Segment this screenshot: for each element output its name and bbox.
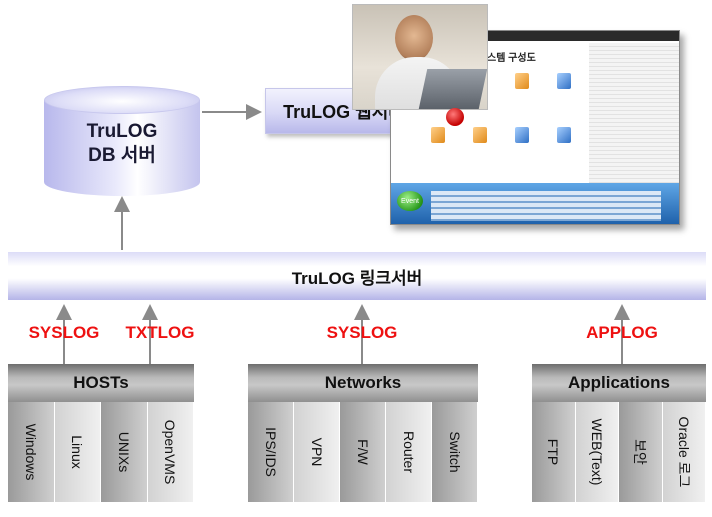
host-item-label: UNIXs xyxy=(115,431,132,473)
applications-applog-label: APPLOG xyxy=(586,323,658,342)
server-icon xyxy=(515,73,529,89)
alert-icon xyxy=(446,108,464,126)
link-server-bar: TruLOG 링크서버 xyxy=(8,252,706,300)
network-item-label: IPS/IDS xyxy=(262,427,279,477)
server-icon xyxy=(557,127,571,143)
server-icon xyxy=(431,127,445,143)
network-item-switch: Switch xyxy=(432,402,478,502)
networks-group-title: Networks xyxy=(248,364,478,402)
host-item-unixs: UNIXs xyxy=(101,402,148,502)
network-item-ips-ids: IPS/IDS xyxy=(248,402,294,502)
db-server-label-line1: TruLOG xyxy=(86,121,158,142)
app-item-label: 보안 xyxy=(632,439,649,465)
host-item-label: Windows xyxy=(22,423,39,481)
hosts-group-items: Windows Linux UNIXs OpenVMS xyxy=(8,402,194,502)
networks-group: Networks IPS/IDS VPN F/W Router Switch xyxy=(248,364,478,502)
server-icon xyxy=(473,127,487,143)
host-item-label: Linux xyxy=(69,435,86,469)
db-cylinder-top xyxy=(44,86,200,114)
networks-group-items: IPS/IDS VPN F/W Router Switch xyxy=(248,402,478,502)
applications-group-items: FTP WEB(Text) 보안 Oracle 로그 xyxy=(532,402,706,502)
hosts-syslog-label: SYSLOG xyxy=(28,323,100,342)
screenshot-title: 스템 구성도 xyxy=(487,53,536,64)
app-item-label: Oracle 로그 xyxy=(675,416,692,488)
host-item-windows: Windows xyxy=(8,402,55,502)
app-item-label: FTP xyxy=(545,438,562,466)
applications-group: Applications FTP WEB(Text) 보안 Oracle 로그 xyxy=(532,364,706,502)
app-item-web-text: WEB(Text) xyxy=(575,402,619,502)
host-item-openvms: OpenVMS xyxy=(147,402,194,502)
screenshot-side-table xyxy=(589,43,679,183)
server-icon xyxy=(557,73,571,89)
hosts-group-title: HOSTs xyxy=(8,364,194,402)
db-server-label-line2: DB 서버 xyxy=(88,145,156,166)
event-button: Event xyxy=(397,191,423,211)
host-item-linux: Linux xyxy=(54,402,101,502)
network-item-label: Switch xyxy=(446,431,463,473)
host-item-label: OpenVMS xyxy=(162,419,179,485)
db-server-cylinder: TruLOG DB 서버 xyxy=(44,86,200,196)
server-icon xyxy=(515,127,529,143)
hosts-txtlog-label: TXTLOG xyxy=(125,323,195,342)
laptop-icon xyxy=(418,69,487,109)
applications-group-title: Applications xyxy=(532,364,706,402)
screenshot-topbar xyxy=(391,31,679,41)
network-item-label: VPN xyxy=(308,437,325,467)
app-item-security: 보안 xyxy=(619,402,663,502)
app-item-ftp: FTP xyxy=(532,402,576,502)
networks-syslog-label: SYSLOG xyxy=(326,323,398,342)
person-head xyxy=(395,15,433,61)
network-item-router: Router xyxy=(386,402,432,502)
network-item-label: F/W xyxy=(354,439,371,465)
person-with-laptop-photo xyxy=(352,4,488,110)
screenshot-event-rows xyxy=(431,191,661,221)
db-server-label: TruLOG DB 서버 xyxy=(44,120,200,168)
network-item-vpn: VPN xyxy=(294,402,340,502)
hosts-group: HOSTs Windows Linux UNIXs OpenVMS xyxy=(8,364,194,502)
network-item-label: Router xyxy=(400,430,417,474)
app-item-oracle-log: Oracle 로그 xyxy=(662,402,706,502)
network-item-fw: F/W xyxy=(340,402,386,502)
app-item-label: WEB(Text) xyxy=(588,418,605,486)
